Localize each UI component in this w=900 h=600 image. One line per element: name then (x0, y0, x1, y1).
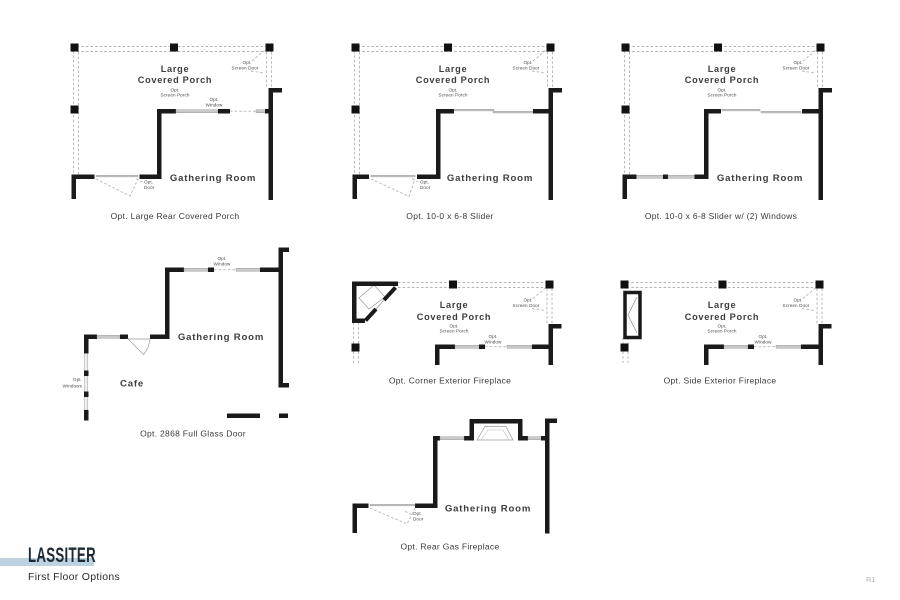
plan-caption: Opt. 10-0 x 6-8 Slider (406, 211, 493, 221)
room-label: Gathering Room (170, 173, 256, 184)
porch-posts (620, 280, 824, 352)
gas-fireplace (464, 419, 528, 441)
window-label-line2: Window (485, 340, 503, 345)
screen-door-label-line2: Screen Door (513, 303, 540, 308)
door-symbol (370, 175, 416, 198)
plan-caption: Opt. Corner Exterior Fireplace (389, 376, 511, 386)
screen-door-label-line2: Screen Door (783, 303, 810, 308)
walls (84, 247, 289, 421)
screen-door-label-line1: Opt. (242, 60, 251, 65)
room-label: Gathering Room (447, 173, 533, 184)
door-label-line2: Door (420, 185, 431, 190)
screen-door-label-line1: Opt. (523, 60, 532, 65)
cafe-label: Cafe (120, 379, 144, 390)
plan-large-rear-covered-porch: Large Covered Porch Opt. Screen Porch Op… (70, 43, 282, 221)
porch-label-line2: Covered Porch (685, 312, 759, 322)
screen-door-label-line2: Screen Door (513, 66, 540, 71)
walls (622, 88, 832, 200)
plan-caption: Opt. 10-0 x 6-8 Slider w/ (2) Windows (645, 211, 797, 221)
walls (352, 418, 557, 534)
plan-labels: Large Covered Porch Opt. Screen Porch Op… (111, 60, 259, 221)
porch-label-line2: Covered Porch (138, 75, 212, 85)
plan-caption: Opt. Rear Gas Fireplace (400, 542, 499, 552)
screen-porch-label-line1: Opt. (717, 88, 726, 93)
screen-porch-label-line2: Screen Porch (707, 93, 736, 98)
porch-label-line1: Large (161, 64, 190, 74)
porch-label-line1: Large (439, 64, 468, 74)
plan-slider-two-windows: Large Covered Porch Opt. Screen Porch Op… (621, 43, 832, 221)
door-label-line1: Opt. (144, 180, 153, 185)
porch-posts (621, 43, 825, 114)
walls (71, 88, 282, 200)
plan-caption: Opt. 2868 Full Glass Door (140, 429, 246, 439)
plan-side-exterior-fireplace: Large Covered Porch Opt. Screen Porch Op… (620, 280, 832, 386)
screen-porch-label-line2: Screen Porch (707, 329, 736, 334)
walls (435, 324, 562, 365)
door-symbol (369, 504, 416, 525)
window-label-line1: Opt. (209, 97, 218, 102)
screen-porch-label-line1: Opt. (170, 88, 179, 93)
room-label: Gathering Room (717, 173, 803, 184)
screen-porch-label-line1: Opt. (717, 324, 726, 329)
side-fireplace (623, 290, 642, 340)
plan-labels: Large Covered Porch Opt. Screen Porch Op… (389, 298, 540, 386)
plan-labels: Opt. Door Gathering Room Opt. Rear Gas F… (400, 504, 531, 552)
window-label-line1: Opt. (758, 334, 767, 339)
door-label-line2: Door (144, 185, 155, 190)
plan-full-glass-door: Opt. Window Opt. Windows Gathering Room … (63, 247, 289, 439)
porch-label-line1: Large (708, 64, 737, 74)
window-label-line1: Opt. (488, 334, 497, 339)
door-symbol (127, 338, 151, 356)
sheet-subtitle: First Floor Options (28, 571, 121, 583)
door-label-line2: Door (413, 517, 424, 522)
screen-door-label-line1: Opt. (523, 298, 532, 303)
plan-labels: Large Covered Porch Opt. Screen Porch Op… (406, 60, 540, 221)
screen-door-label-line1: Opt. (793, 60, 802, 65)
window-label-line1: Opt. (217, 256, 226, 261)
revision-number: R1 (866, 575, 876, 584)
room-label: Gathering Room (178, 332, 264, 343)
window-label-line2: Window (206, 103, 224, 108)
corner-fireplace (352, 281, 398, 323)
porch-label-line2: Covered Porch (685, 75, 759, 85)
screen-door-label-line2: Screen Door (232, 66, 259, 71)
plan-labels: Large Covered Porch Opt. Screen Porch Op… (645, 60, 810, 221)
plan-name-title: LASSITER (28, 544, 96, 567)
porch-posts (351, 43, 555, 114)
walls (352, 88, 562, 200)
porch-label-line2: Covered Porch (416, 75, 490, 85)
window-label-line2: Window (755, 340, 773, 345)
porch-label-line1: Large (708, 300, 737, 310)
plan-labels: Large Covered Porch Opt. Screen Porch Op… (664, 298, 810, 386)
title-accent-band (0, 558, 94, 566)
porch-outline (622, 282, 823, 363)
screen-porch-label-line1: Opt. (448, 88, 457, 93)
porch-label-line1: Large (440, 300, 469, 310)
screen-porch-label-line1: Opt. (449, 324, 458, 329)
porch-label-line2: Covered Porch (417, 312, 491, 322)
door-label-line1: Opt. (420, 180, 429, 185)
plan-rear-gas-fireplace: Opt. Door Gathering Room Opt. Rear Gas F… (352, 418, 557, 552)
door-symbol (95, 175, 139, 197)
plan-slider: Large Covered Porch Opt. Screen Porch Op… (351, 43, 562, 221)
windows-label-line2: Windows (63, 384, 83, 389)
plan-caption: Opt. Side Exterior Fireplace (664, 376, 777, 386)
screen-door-label-line1: Opt. (793, 298, 802, 303)
porch-outline (353, 282, 553, 363)
porch-posts (351, 280, 554, 352)
window-label-line2: Window (214, 262, 232, 267)
screen-door-label-line2: Screen Door (783, 66, 810, 71)
plan-labels: Opt. Window Opt. Windows Gathering Room … (63, 256, 264, 439)
windows-label-line1: Opt. (73, 377, 82, 382)
plan-corner-exterior-fireplace: Large Covered Porch Opt. Screen Porch Op… (351, 280, 562, 386)
door-label-line1: Opt. (413, 511, 422, 516)
room-label: Gathering Room (445, 504, 531, 515)
walls (704, 324, 832, 365)
screen-porch-label-line2: Screen Porch (160, 93, 189, 98)
screen-porch-label-line2: Screen Porch (438, 93, 467, 98)
plan-caption: Opt. Large Rear Covered Porch (111, 211, 240, 221)
porch-posts (70, 43, 274, 114)
screen-porch-label-line2: Screen Porch (439, 329, 468, 334)
